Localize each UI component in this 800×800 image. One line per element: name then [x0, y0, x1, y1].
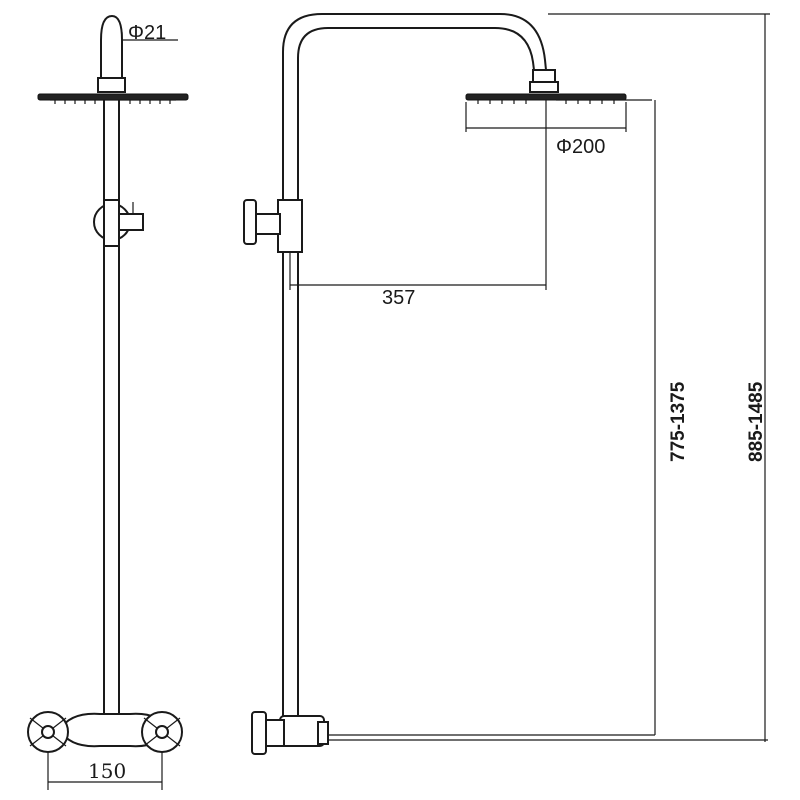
- dim150-label: 150: [88, 759, 126, 783]
- front-right-cross-handle: [141, 711, 183, 753]
- phi200-label: Φ200: [556, 136, 605, 158]
- dim885-label: 885-1485: [746, 381, 767, 462]
- side-head-connector: [529, 81, 559, 93]
- front-shower-head-plate: [37, 93, 189, 101]
- front-diverter-sleeve: [103, 199, 120, 247]
- side-diverter-sleeve: [277, 199, 303, 253]
- front-arm-stub: [100, 14, 123, 78]
- side-arm-outer: [282, 13, 547, 720]
- dim775-label: 775-1375: [668, 381, 689, 462]
- front-left-cross-handle: [27, 711, 69, 753]
- side-mixer-handle: [251, 711, 267, 755]
- side-view: Φ200 357 775-1375 885-1485: [243, 13, 770, 755]
- side-arm-nut: [532, 69, 556, 83]
- side-shower-head-nozzles: [477, 100, 615, 104]
- side-diverter-knob: [243, 199, 257, 245]
- front-diverter-lever: [118, 213, 144, 231]
- side-shower-head-plate: [465, 93, 627, 101]
- front-shower-head-nozzles: [50, 99, 176, 104]
- side-wall-flange: [317, 721, 329, 745]
- dim357-label: 357: [382, 287, 415, 309]
- side-arm-inner: [297, 27, 535, 720]
- front-head-nut: [97, 77, 126, 93]
- side-diverter-stem: [255, 213, 281, 235]
- front-view: Φ21 15: [27, 14, 189, 790]
- phi21-label: Φ21: [128, 22, 166, 44]
